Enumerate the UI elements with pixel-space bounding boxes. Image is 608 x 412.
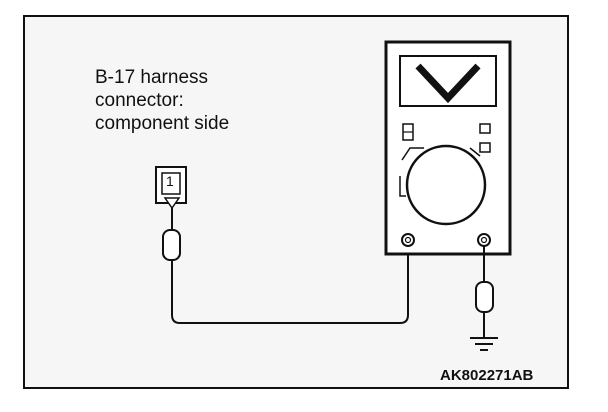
connector-pin-number: 1 [166, 173, 174, 189]
connector-pin-box [161, 172, 181, 195]
figure-reference-code: AK802271AB [440, 367, 534, 384]
ground-symbol-icon [470, 337, 498, 351]
probe-handle-left [162, 229, 181, 261]
meter-dial [405, 144, 487, 226]
probe-tip-left [163, 197, 181, 210]
probe-handle-right [475, 281, 494, 313]
connector-label: B-17 harness connector: component side [95, 67, 230, 134]
meter-button-right-top [479, 123, 491, 134]
meter-dial-scale [401, 147, 424, 161]
meter-display-v-icon [415, 63, 481, 104]
test-lead-wire [171, 244, 409, 324]
meter-button-right-bottom [479, 142, 491, 153]
